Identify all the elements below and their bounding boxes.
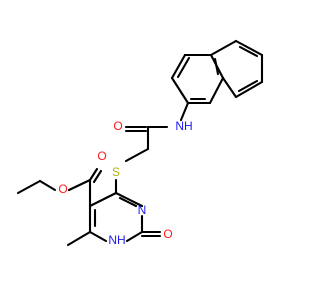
bond-ring-4 [88, 230, 108, 243]
amide-oxygen-label: O [113, 119, 122, 133]
bond-ring-1 [114, 191, 144, 208]
bond-naph-1 [170, 76, 190, 105]
bond-naph-5 [208, 76, 225, 105]
bond-ethyl [16, 179, 42, 195]
bond-naph-8 [234, 39, 264, 57]
molecule-diagram: NH O S O O N NH O [16, 39, 264, 247]
sulfur-label: S [112, 165, 120, 179]
ring-nh-label: NH [108, 233, 125, 247]
bond-naph-double-5 [237, 79, 259, 93]
amide-nh-label: NH [175, 119, 192, 133]
bond-methyl [66, 230, 92, 247]
ring-nitrogen-label: N [138, 203, 147, 217]
diagram-canvas: NH O S O O N NH O [16, 39, 264, 248]
bond-naph-double-3 [213, 57, 220, 76]
bond-ring-double-1 [118, 196, 138, 208]
bond-naph-11 [221, 76, 238, 99]
ring-oxygen-label: O [163, 227, 172, 241]
bond-naph-double-1 [176, 56, 191, 79]
bond-naph-to-nh [179, 101, 190, 122]
bond-naph-7 [209, 39, 238, 57]
ester-ether-oxygen-label: O [58, 182, 67, 196]
bond-ester-double-2 [92, 169, 103, 184]
bond-ring-6 [88, 191, 118, 208]
bond-ester-double-1 [88, 167, 99, 182]
bond-naph-double-4 [238, 45, 259, 58]
bond-ch2-to-s [124, 147, 150, 163]
bond-naph-2 [170, 53, 187, 80]
bond-oxygen-to-ethyl [38, 179, 57, 192]
bond-naph-10 [234, 80, 264, 99]
bond-ring-3 [125, 230, 144, 243]
bond-ester-to-oxygen [67, 178, 92, 192]
ester-carbonyl-oxygen-label: O [97, 149, 106, 163]
